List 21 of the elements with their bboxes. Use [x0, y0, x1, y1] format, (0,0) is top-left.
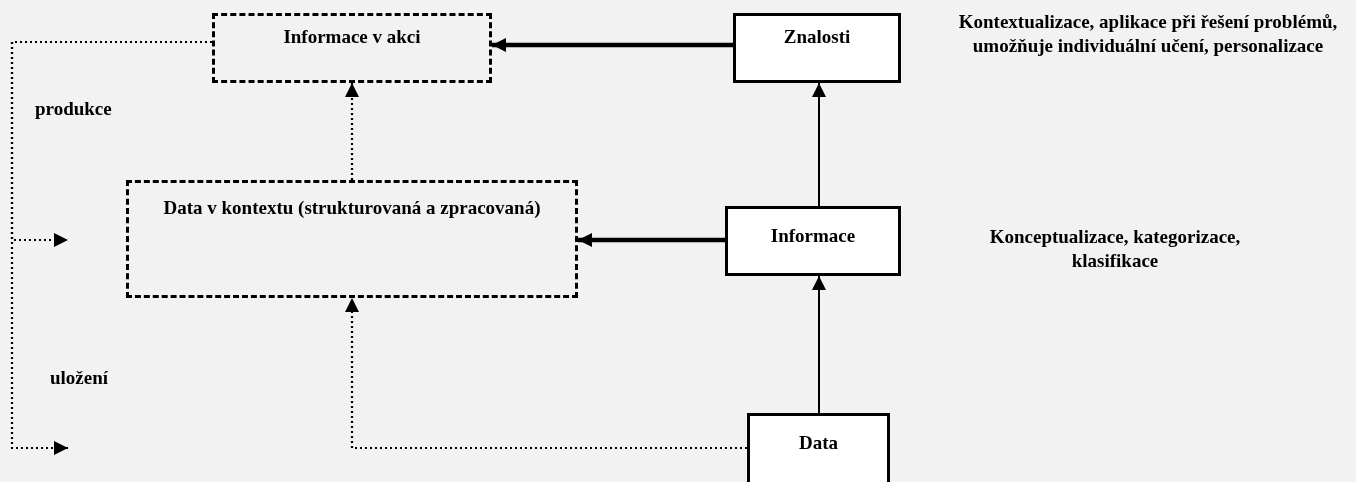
side-label: uložení: [50, 367, 109, 389]
dashed-box: [126, 180, 578, 298]
node-label: Znalosti: [783, 25, 851, 49]
arrow: [345, 83, 359, 180]
node-label: Informace: [770, 224, 856, 248]
arrow: [578, 233, 725, 247]
node-label: Data v kontextu (strukturovaná a zpracovaná): [163, 196, 541, 220]
process-box: [725, 206, 901, 276]
process-box: [733, 13, 901, 83]
node-label: Data: [798, 431, 839, 455]
side-label: Kontextualizace, aplikace při řešení problémů, umožňuje individuální učení, personalizace: [957, 10, 1339, 58]
side-label: produkce: [35, 98, 112, 120]
side-label: Konceptualizace, kategorizace, klasifikace: [988, 225, 1242, 273]
node-label: Informace v akci: [283, 25, 421, 49]
arrow: [812, 82, 826, 207]
arrow: [812, 275, 826, 414]
arrow: [345, 298, 747, 450]
dashed-box: [212, 13, 492, 83]
process-box: [747, 413, 890, 482]
arrow: [492, 38, 733, 52]
arrow: [10, 40, 212, 455]
